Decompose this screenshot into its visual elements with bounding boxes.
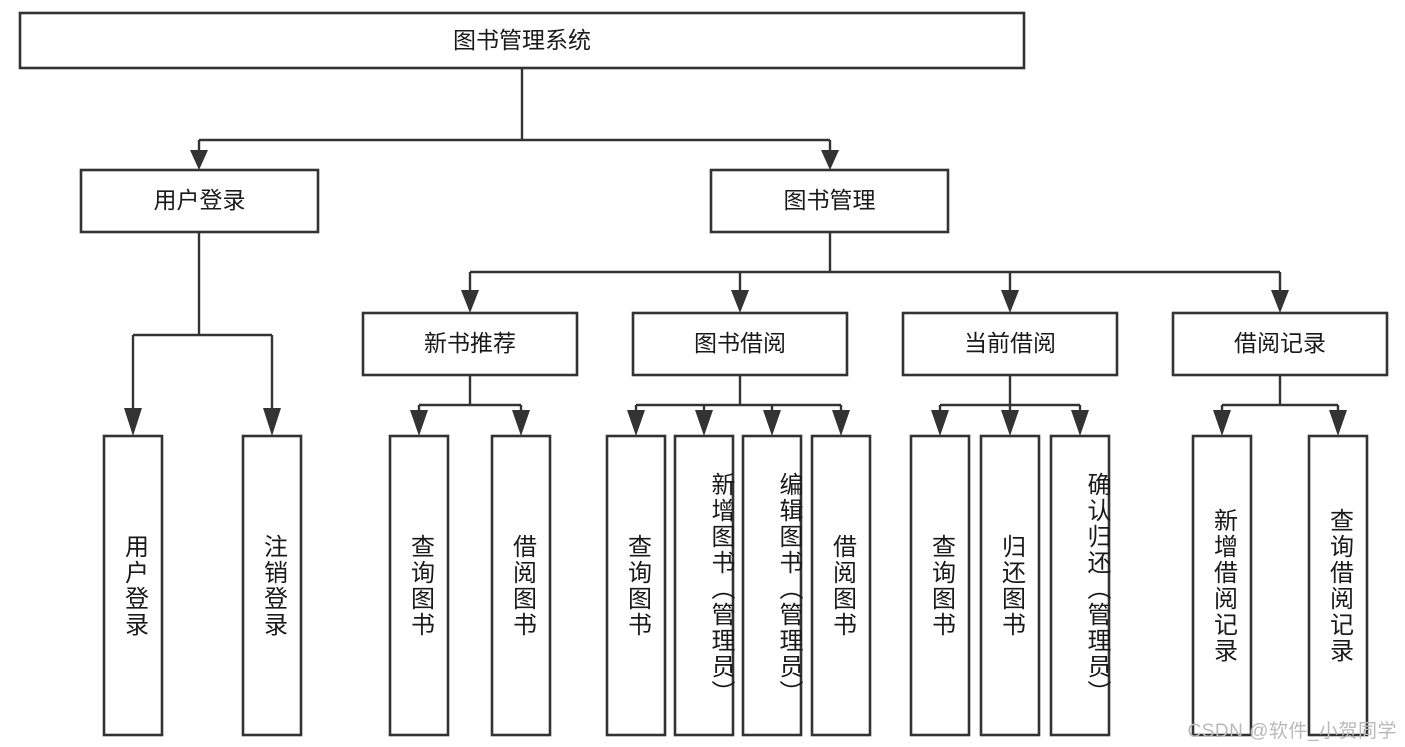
node-book-borrow-label: 图书借阅 (694, 330, 786, 356)
arrowhead-leaf-add-record (1213, 410, 1231, 436)
node-user-login-box[interactable] (79, 168, 320, 234)
node-new-book-recommend-box[interactable] (361, 311, 579, 377)
arrowhead-leaf-logout (263, 408, 281, 436)
node-leaf-query-books-2-box[interactable] (605, 434, 667, 737)
arrowhead-leaf-edit-book (763, 410, 781, 436)
arrowhead-leaf-query-books-1 (410, 410, 428, 436)
node-leaf-borrow-books-2-box[interactable] (810, 434, 872, 737)
arrowhead-borrow-record (1271, 290, 1289, 313)
arrowhead-leaf-query-record (1329, 410, 1347, 436)
connector-layer (124, 68, 1347, 436)
arrowhead-leaf-return-book (1001, 410, 1019, 436)
node-borrow-record-label: 借阅记录 (1234, 330, 1326, 356)
arrowhead-leaf-borrow-books-1 (512, 410, 530, 436)
node-leaf-return-book-box[interactable] (979, 434, 1041, 737)
node-leaf-logout-box[interactable] (241, 434, 303, 737)
node-book-borrow-box[interactable] (631, 311, 849, 377)
node-book-management-box[interactable] (709, 168, 950, 234)
node-layer: 图书管理系统 用户登录 图书管理 新书推荐 图书借阅 当前借阅 借阅记录 (18, 11, 1389, 737)
arrowhead-current-borrow (1001, 290, 1019, 313)
node-leaf-query-record-box[interactable] (1307, 434, 1369, 737)
node-new-book-recommend-label: 新书推荐 (424, 330, 516, 356)
arrowhead-leaf-confirm-return (1071, 410, 1089, 436)
arrowhead-book-borrow (731, 290, 749, 313)
arrowhead-leaf-add-book (695, 410, 713, 436)
csdn-watermark: CSDN @软件_小贺同学 (1187, 721, 1397, 742)
node-leaf-add-record-box[interactable] (1191, 434, 1253, 737)
arrowhead-book-management (821, 150, 839, 170)
node-book-management-label: 图书管理 (784, 187, 876, 213)
node-borrow-record-box[interactable] (1171, 311, 1389, 377)
node-current-borrow-label: 当前借阅 (964, 330, 1056, 356)
node-leaf-add-book-box[interactable] (673, 434, 735, 737)
node-current-borrow-box[interactable] (901, 311, 1119, 377)
node-root-box[interactable] (18, 11, 1026, 70)
arrowhead-leaf-query-books-2 (627, 410, 645, 436)
node-user-login-label: 用户登录 (154, 187, 246, 213)
arrowhead-leaf-borrow-books-2 (832, 410, 850, 436)
node-leaf-borrow-books-1-box[interactable] (490, 434, 552, 737)
node-leaf-confirm-return-box[interactable] (1049, 434, 1111, 737)
node-leaf-query-books-1-box[interactable] (388, 434, 450, 737)
arrowhead-leaf-user-login (124, 408, 142, 436)
node-root-label: 图书管理系统 (453, 27, 591, 53)
arrowhead-user-login (190, 150, 208, 170)
node-leaf-query-books-3-box[interactable] (909, 434, 971, 737)
arrowhead-leaf-query-books-3 (931, 410, 949, 436)
node-leaf-edit-book-box[interactable] (741, 434, 803, 737)
arrowhead-new-book-recommend (461, 290, 479, 313)
node-leaf-user-login-box[interactable] (102, 434, 164, 737)
